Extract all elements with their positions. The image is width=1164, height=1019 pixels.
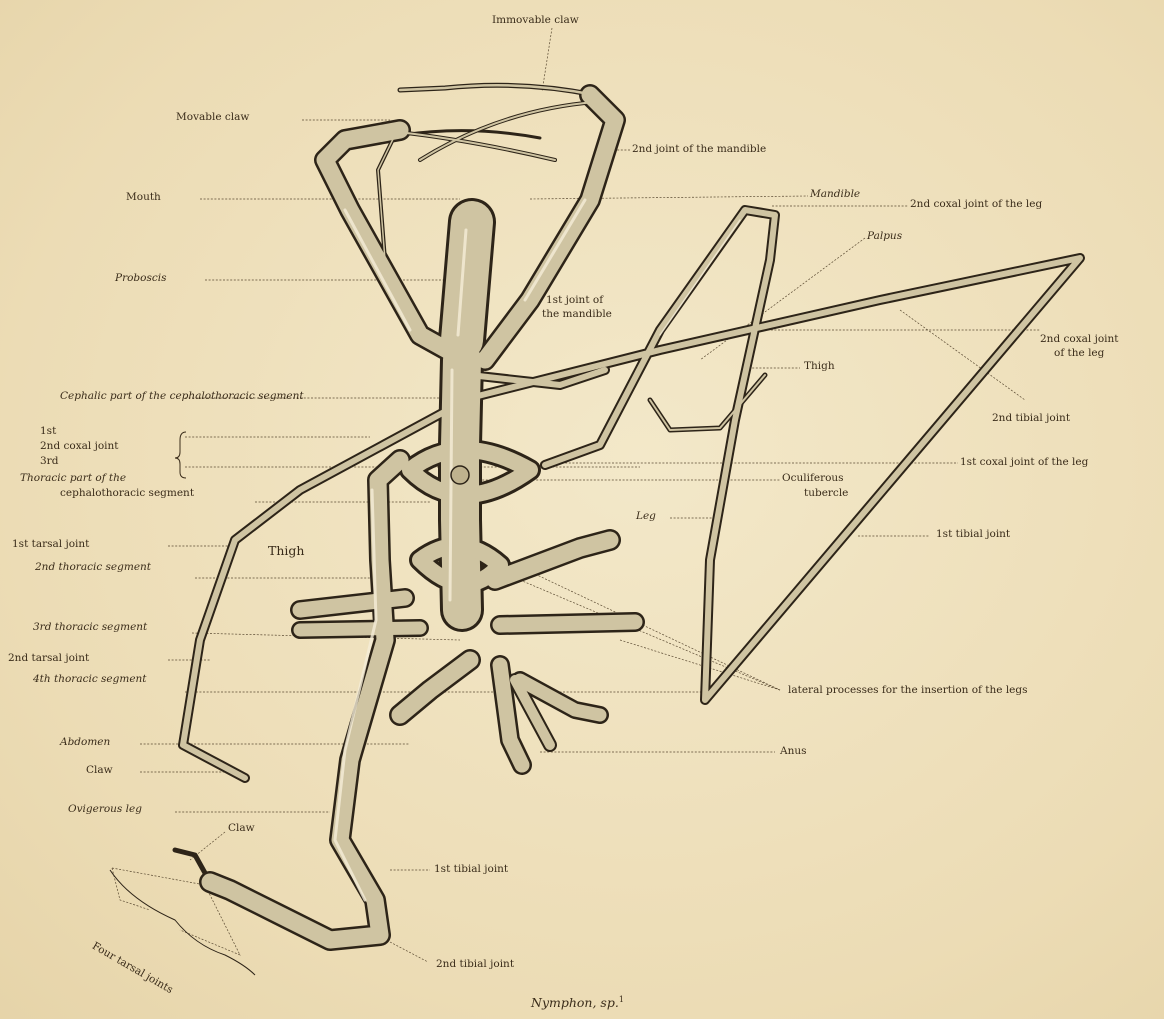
caption-footnote-mark: 1 (619, 995, 624, 1004)
label-second-tibial-joint-upper: 2nd tibial joint (992, 412, 1070, 424)
label-thoracic-part-1: Thoracic part of the (20, 472, 126, 484)
label-oculiferous-2: tubercle (804, 487, 848, 499)
label-first-joint-mandible-2: the mandible (542, 308, 612, 320)
label-thigh-upper: Thigh (804, 360, 835, 372)
label-claw-left: Claw (86, 764, 113, 776)
label-claw-bottom: Claw (228, 822, 255, 834)
limbs-outline (175, 85, 1080, 940)
label-first-joint-mandible-1: 1st joint of (546, 294, 603, 306)
label-bracket-2nd: 2nd coxal joint (40, 440, 119, 452)
label-mouth: Mouth (126, 191, 161, 203)
label-first-tibial-joint-bottom: 1st tibial joint (434, 863, 508, 875)
label-thoracic-part-2: cephalothoracic segment (60, 487, 194, 499)
label-ovigerous-leg: Ovigerous leg (68, 803, 142, 815)
label-bracket-3rd: 3rd (40, 455, 58, 467)
label-cephalic-part: Cephalic part of the cephalothoracic seg… (60, 390, 304, 402)
oculiferous-tubercle (451, 466, 469, 484)
label-abdomen: Abdomen (60, 736, 110, 748)
label-lateral-processes: lateral processes for the insertion of t… (788, 684, 1028, 696)
label-fourth-thoracic-segment: 4th thoracic segment (33, 673, 147, 685)
label-second-joint-mandible: 2nd joint of the mandible (632, 143, 766, 155)
label-leg: Leg (636, 510, 656, 522)
label-bracket-1st: 1st (40, 425, 56, 437)
label-oculiferous-1: Oculiferous (782, 472, 844, 484)
caption-text: Nymphon, sp. (531, 995, 619, 1010)
label-second-thoracic-segment: 2nd thoracic segment (35, 561, 151, 573)
label-first-tarsal-joint: 1st tarsal joint (12, 538, 89, 550)
figure-caption: Nymphon, sp.1 (531, 994, 624, 1009)
coxal-bracket (175, 432, 186, 478)
label-proboscis: Proboscis (115, 272, 166, 284)
label-palpus: Palpus (867, 230, 902, 242)
label-thigh-lower: Thigh (268, 545, 304, 557)
label-second-coxal-joint-right-1: 2nd coxal joint (1040, 333, 1119, 345)
label-second-coxal-joint-right-2: of the leg (1054, 347, 1104, 359)
label-second-tarsal-joint: 2nd tarsal joint (8, 652, 89, 664)
label-immovable-claw: Immovable claw (492, 14, 579, 26)
label-mandible: Mandible (810, 188, 860, 200)
label-movable-claw: Movable claw (176, 111, 249, 123)
label-first-coxal-joint-leg: 1st coxal joint of the leg (960, 456, 1088, 468)
label-second-coxal-joint-leg-top: 2nd coxal joint of the leg (910, 198, 1042, 210)
label-third-thoracic-segment: 3rd thoracic segment (33, 621, 147, 633)
label-anus: Anus (780, 745, 807, 757)
label-first-tibial-joint-right: 1st tibial joint (936, 528, 1010, 540)
limbs-fill (183, 85, 1080, 940)
label-second-tibial-joint-bottom: 2nd tibial joint (436, 958, 514, 970)
